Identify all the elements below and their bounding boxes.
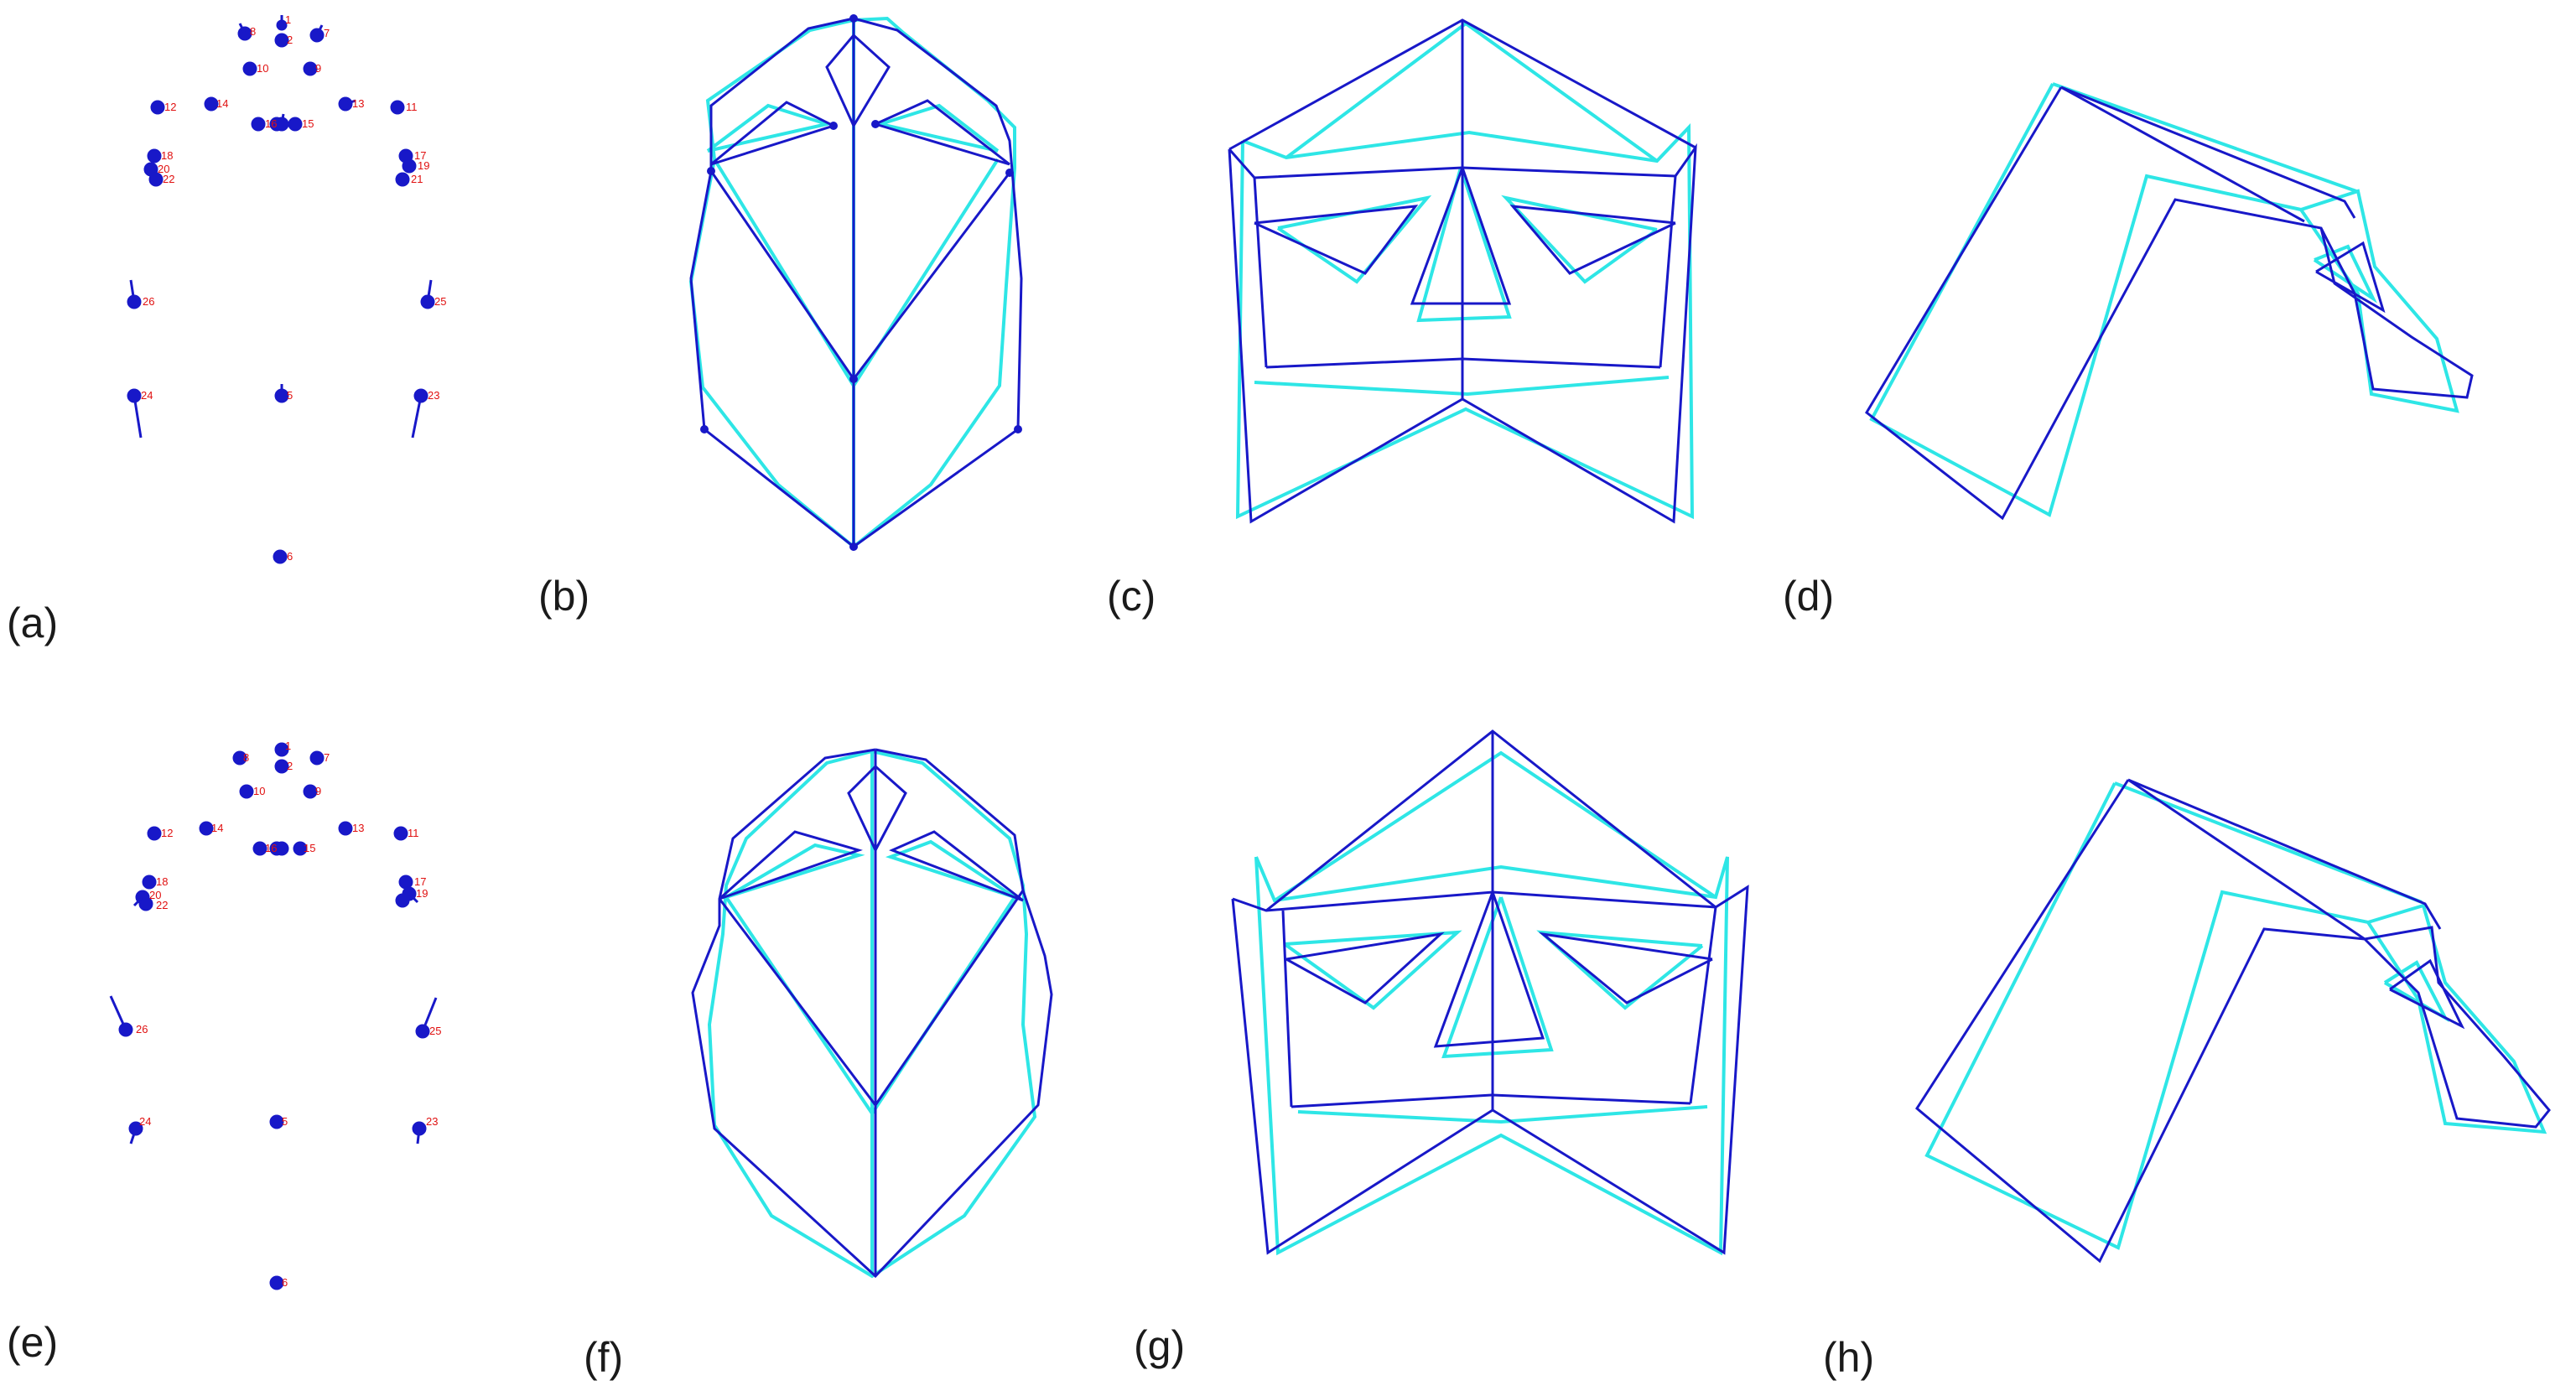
svg-text:2: 2 bbox=[287, 34, 293, 46]
svg-text:19: 19 bbox=[418, 159, 429, 172]
panel-label-b: (b) bbox=[538, 573, 589, 620]
panel-f-mesh-compare bbox=[707, 750, 1037, 1279]
panel-label-f: (f) bbox=[584, 1334, 623, 1381]
svg-text:25: 25 bbox=[429, 1025, 441, 1037]
svg-text:16: 16 bbox=[265, 842, 277, 854]
panel-a-landmarks bbox=[127, 15, 435, 564]
svg-text:15: 15 bbox=[302, 117, 314, 130]
svg-text:8: 8 bbox=[250, 25, 256, 38]
svg-text:10: 10 bbox=[257, 62, 268, 75]
panel-d-mesh-compare bbox=[1869, 82, 2459, 517]
svg-text:15: 15 bbox=[304, 842, 315, 854]
panel-f-mesh-baseline bbox=[691, 748, 1053, 1279]
svg-text:10: 10 bbox=[253, 785, 265, 797]
svg-text:23: 23 bbox=[428, 389, 439, 402]
svg-text:13: 13 bbox=[352, 822, 364, 834]
svg-text:25: 25 bbox=[434, 295, 446, 308]
svg-text:8: 8 bbox=[243, 751, 249, 764]
svg-text:17: 17 bbox=[414, 149, 426, 162]
svg-text:9: 9 bbox=[315, 62, 321, 75]
panel-c-mesh-baseline bbox=[1228, 18, 1697, 524]
panel-h-mesh-baseline bbox=[1915, 778, 2551, 1264]
svg-text:14: 14 bbox=[216, 97, 228, 110]
panel-label-d: (d) bbox=[1783, 573, 1834, 620]
svg-text:5: 5 bbox=[287, 389, 293, 402]
svg-text:12: 12 bbox=[161, 827, 173, 839]
svg-text:18: 18 bbox=[161, 149, 173, 162]
panel-label-a: (a) bbox=[7, 599, 58, 646]
svg-text:16: 16 bbox=[265, 117, 277, 130]
svg-text:17: 17 bbox=[414, 875, 426, 888]
svg-text:9: 9 bbox=[315, 785, 321, 797]
panel-c-mesh-compare bbox=[1235, 21, 1695, 520]
svg-text:7: 7 bbox=[324, 27, 330, 39]
svg-text:21: 21 bbox=[411, 173, 423, 185]
svg-text:1: 1 bbox=[285, 740, 291, 752]
svg-text:26: 26 bbox=[136, 1023, 148, 1035]
svg-text:22: 22 bbox=[163, 173, 174, 185]
svg-text:18: 18 bbox=[156, 875, 168, 888]
svg-text:24: 24 bbox=[141, 389, 153, 402]
svg-text:7: 7 bbox=[324, 751, 330, 764]
svg-text:13: 13 bbox=[352, 97, 364, 110]
svg-text:6: 6 bbox=[282, 1276, 288, 1289]
svg-text:2: 2 bbox=[287, 760, 293, 772]
panel-b-mesh-baseline bbox=[689, 17, 1023, 548]
svg-text:11: 11 bbox=[408, 827, 419, 839]
panel-label-c: (c) bbox=[1107, 573, 1156, 620]
svg-text:23: 23 bbox=[426, 1115, 438, 1128]
panel-g-mesh-baseline bbox=[1231, 729, 1749, 1255]
svg-text:12: 12 bbox=[164, 101, 176, 113]
panel-label-h: (h) bbox=[1823, 1334, 1874, 1381]
panel-label-e: (e) bbox=[7, 1319, 58, 1366]
svg-text:1: 1 bbox=[285, 13, 291, 26]
svg-text:20: 20 bbox=[149, 889, 161, 901]
svg-text:11: 11 bbox=[406, 101, 418, 113]
svg-text:26: 26 bbox=[143, 295, 154, 308]
svg-text:22: 22 bbox=[156, 899, 168, 911]
svg-text:24: 24 bbox=[139, 1115, 151, 1128]
panel-g-mesh-compare bbox=[1254, 750, 1729, 1256]
panel-e-landmarks bbox=[109, 742, 438, 1290]
svg-text:20: 20 bbox=[158, 163, 169, 175]
svg-text:5: 5 bbox=[282, 1115, 288, 1128]
panel-d-mesh-baseline bbox=[1865, 86, 2474, 521]
svg-text:6: 6 bbox=[287, 550, 293, 563]
svg-text:19: 19 bbox=[416, 887, 428, 900]
panel-b-nodes bbox=[700, 14, 1022, 551]
panel-label-g: (g) bbox=[1134, 1322, 1185, 1369]
svg-text:14: 14 bbox=[211, 822, 223, 834]
